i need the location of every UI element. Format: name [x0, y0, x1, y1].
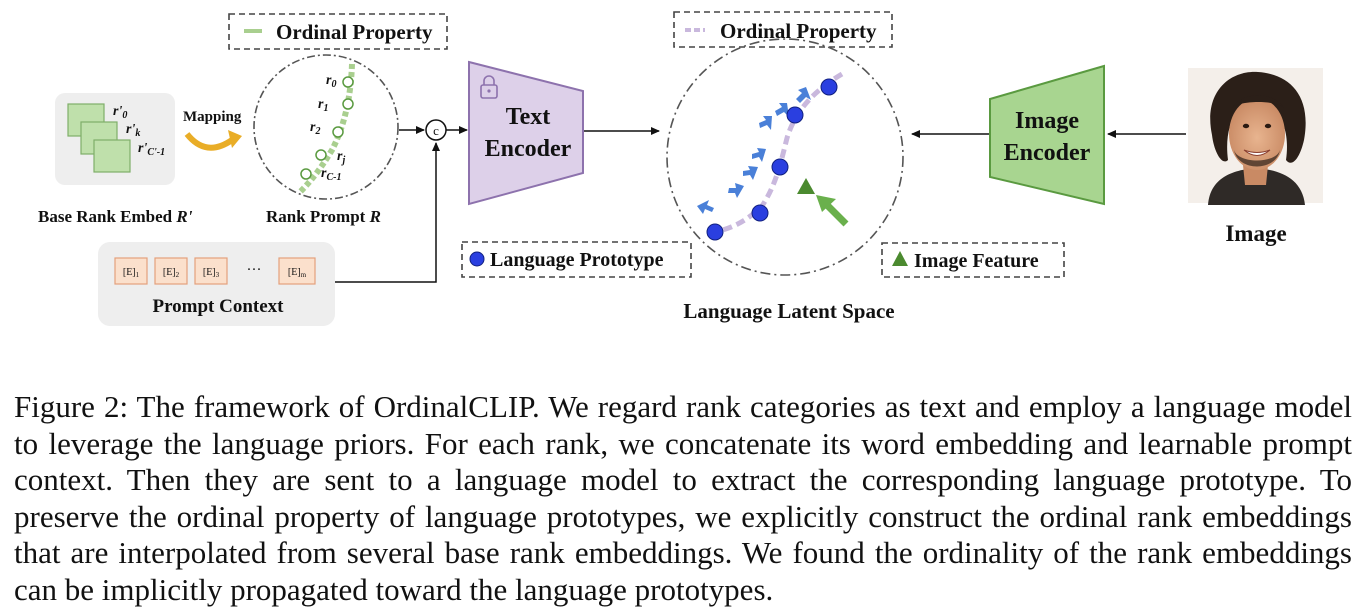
blue-arrow-icon	[796, 87, 811, 103]
base-rank-embed: r'0 r'k r'C'-1 Base Rank Embed R'	[38, 93, 193, 226]
latent-space-caption: Language Latent Space	[683, 299, 894, 323]
language-prototype-point	[751, 204, 769, 222]
token-label: [E]3	[203, 267, 220, 279]
prompt-context-caption: Prompt Context	[152, 296, 284, 317]
framework-diagram: Ordinal Property r'0 r'k r'C'-1 Base Ran…	[38, 11, 1323, 326]
legend-feature-label: Image Feature	[914, 250, 1039, 272]
legend-rank-label: Ordinal Property	[276, 20, 433, 44]
embed-square	[93, 139, 131, 173]
rank-label: rj	[337, 149, 345, 166]
context-token	[278, 257, 316, 285]
text-encoder-block	[468, 60, 584, 206]
base-embed-label: r'k	[126, 122, 140, 139]
context-to-concat-arrow	[335, 142, 440, 283]
legend-ordinal-property-rank: Ordinal Property	[228, 13, 448, 50]
rank-prompt: r0 r1 r2 rj rC-1 Rank Prompt R	[253, 54, 399, 226]
blue-arrow-icon	[759, 116, 772, 130]
blue-arrow-icon	[728, 183, 744, 198]
blue-arrow-icon	[775, 103, 789, 117]
language-latent-space: Language Latent Space	[666, 38, 904, 323]
image-encoder-line1: Image	[1015, 108, 1079, 134]
mapping-arrow-icon	[184, 132, 234, 151]
base-embed-caption: Base Rank Embed R'	[38, 207, 193, 226]
green-triangle-icon	[892, 251, 908, 266]
concat-symbol: c	[433, 123, 439, 138]
image-encoder: Image Encoder	[989, 64, 1105, 206]
input-face-image: Image	[1188, 68, 1323, 246]
blue-arrow-icon	[743, 166, 758, 180]
image-label: Image	[1225, 221, 1286, 246]
legend-ordinal-property-latent: Ordinal Property	[673, 11, 893, 48]
rank-ordinal-curve	[297, 63, 355, 195]
image-encoder-block	[989, 64, 1105, 206]
language-prototype-point	[771, 158, 789, 176]
mapping: Mapping	[183, 109, 242, 151]
propagation-arrows	[697, 87, 811, 214]
rank-label: r0	[326, 73, 336, 90]
image-encoder-line2: Encoder	[1004, 140, 1091, 166]
latent-space-circle	[666, 38, 904, 276]
rank-label: r2	[310, 120, 320, 137]
legend-image-feature: Image Feature	[881, 242, 1065, 278]
context-token	[154, 257, 188, 285]
image-feature-point	[797, 178, 815, 194]
rank-label: r1	[318, 97, 328, 114]
token-label: [E]m	[288, 267, 307, 279]
token-label: [E]2	[163, 267, 180, 279]
language-prototype-point	[820, 78, 838, 96]
legend-prototype-label: Language Prototype	[490, 249, 664, 271]
legend-language-prototype: Language Prototype	[461, 241, 692, 278]
blue-arrow-icon	[752, 148, 766, 162]
figure-caption: Figure 2: The framework of OrdinalCLIP. …	[14, 389, 1352, 607]
text-encoder-line2: Encoder	[485, 136, 572, 162]
base-embed-label: r'C'-1	[138, 141, 165, 158]
text-encoder-line1: Text	[506, 104, 550, 130]
feature-arrow-icon	[816, 195, 849, 227]
rank-label: rC-1	[321, 166, 341, 183]
mapping-label: Mapping	[183, 109, 242, 125]
blue-arrow-icon	[697, 200, 714, 214]
language-prototype-point	[706, 223, 724, 241]
token-label: [E]1	[123, 267, 140, 279]
rank-prompt-caption: Rank Prompt R	[266, 207, 381, 226]
base-embed-label: r'0	[113, 104, 127, 121]
language-prototype-point	[786, 106, 804, 124]
rank-prompt-circle	[253, 54, 399, 200]
prompt-context: [E]1 [E]2 [E]3 ··· [E]m Prompt Context	[98, 242, 335, 326]
blue-dot-icon	[469, 251, 485, 267]
context-token	[194, 257, 228, 285]
context-token	[114, 257, 148, 285]
text-encoder: Text Encoder	[468, 60, 584, 206]
token-ellipsis: ···	[247, 262, 262, 278]
lock-icon	[480, 75, 498, 99]
